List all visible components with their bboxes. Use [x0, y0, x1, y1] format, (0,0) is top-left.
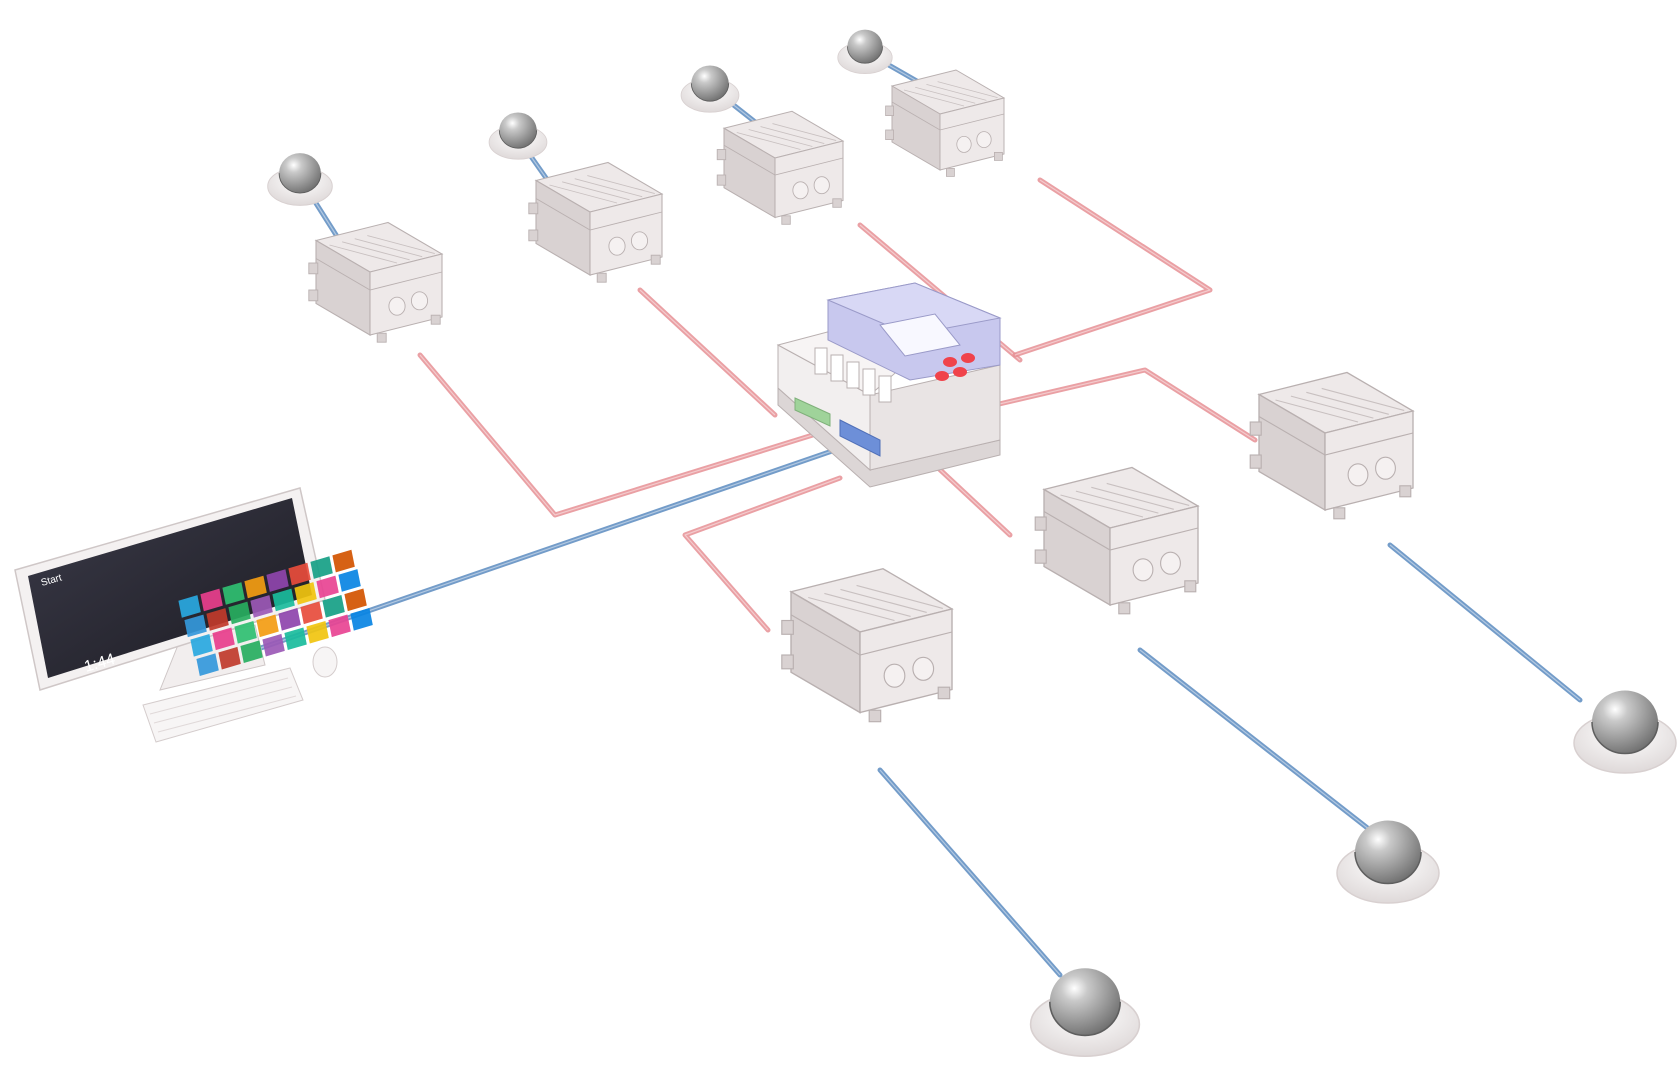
app-tile	[322, 595, 345, 618]
app-tile	[240, 640, 263, 664]
poe-extender-enclosure	[1034, 466, 1200, 615]
switch-button	[943, 357, 957, 367]
app-tile	[256, 614, 279, 638]
dome-camera	[1573, 690, 1677, 774]
app-tile	[262, 633, 285, 657]
ethernet-cable	[1137, 647, 1373, 833]
power-cable	[932, 462, 1013, 538]
app-tile	[310, 556, 333, 579]
app-tile	[306, 620, 329, 644]
terminal-block	[862, 368, 876, 396]
dome-camera	[1336, 820, 1440, 904]
app-tile	[200, 588, 223, 612]
dome-camera	[1029, 968, 1141, 1058]
app-tile	[244, 575, 267, 599]
ethernet-cable	[1387, 542, 1583, 703]
mouse	[312, 646, 338, 678]
app-tile	[222, 582, 245, 605]
switch-button	[935, 371, 949, 381]
app-tile	[284, 627, 307, 651]
dome-camera	[837, 29, 893, 75]
dome-camera	[267, 153, 333, 206]
app-tile	[178, 595, 201, 618]
app-tile	[332, 549, 355, 573]
switch-button	[953, 367, 967, 377]
app-tile	[250, 595, 273, 618]
app-tile	[266, 569, 289, 592]
ethernet-cable	[877, 767, 1063, 978]
app-tile	[184, 614, 207, 638]
power-cable	[992, 367, 1258, 443]
poe-extender-enclosure	[716, 110, 845, 225]
app-tile	[206, 608, 229, 631]
dome-camera	[680, 65, 740, 113]
app-tile	[234, 621, 257, 644]
app-tile	[316, 575, 339, 599]
app-tile	[294, 582, 317, 605]
app-tile	[350, 607, 373, 631]
poe-switch	[776, 282, 1002, 488]
poe-extender-enclosure	[885, 69, 1006, 177]
app-tile	[328, 614, 351, 638]
dome-camera	[488, 112, 548, 160]
poe-extender-enclosure	[781, 568, 954, 723]
poe-extender-enclosure	[308, 221, 444, 343]
terminal-block	[830, 354, 844, 382]
cables	[252, 57, 1583, 978]
power-cable	[682, 475, 843, 633]
app-tile	[190, 633, 213, 657]
power-cable	[637, 287, 778, 418]
power-cable	[417, 352, 848, 518]
app-tile	[196, 653, 219, 677]
app-tile	[212, 627, 235, 651]
poe-extender-enclosure	[528, 161, 664, 283]
terminal-block	[878, 375, 892, 403]
switch-button	[961, 353, 975, 363]
app-tile	[338, 569, 361, 592]
poe-extender-enclosure	[1249, 371, 1415, 520]
app-tile	[344, 588, 367, 612]
terminal-block	[814, 347, 828, 375]
app-tile	[272, 588, 295, 612]
app-tile	[228, 601, 251, 625]
app-tile	[288, 562, 311, 586]
app-tile	[278, 608, 301, 631]
power-cable	[1012, 177, 1213, 358]
terminal-block	[846, 361, 860, 389]
app-tile	[218, 646, 241, 670]
app-tile	[300, 601, 323, 625]
